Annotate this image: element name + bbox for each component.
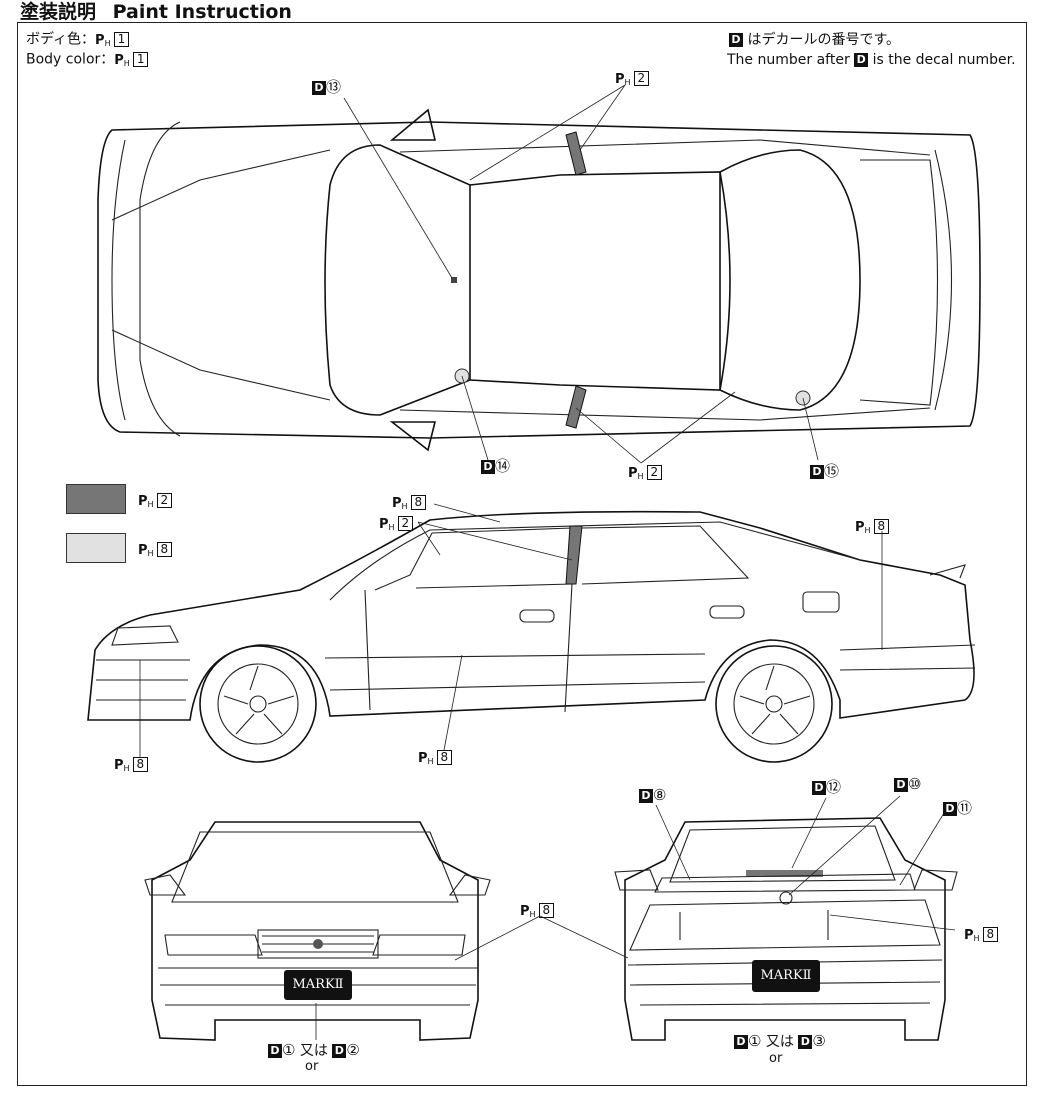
- decal-mark: D: [729, 33, 743, 47]
- front-or-label: or: [305, 1059, 319, 1074]
- swatch-paint-8: [66, 533, 126, 563]
- swatch-paint-2: [66, 484, 126, 514]
- front-license-plate: MARKⅡ: [284, 970, 352, 1000]
- decal-note-jp: D はデカールの番号です。: [729, 33, 900, 47]
- rear-or-label: or: [769, 1051, 783, 1066]
- side-view: [87, 503, 976, 763]
- rear-view: [454, 795, 958, 1041]
- instruction-sheet: [17, 22, 1027, 1086]
- decal-note-en: The number after D is the decal number.: [727, 52, 1016, 68]
- paint-mark: PH: [114, 52, 130, 68]
- rear-license-plate: MARKⅡ: [752, 960, 820, 992]
- front-view: [144, 821, 491, 1041]
- top-view: [97, 84, 981, 464]
- title-en: Paint Instruction: [112, 1, 292, 23]
- page-header: 塗装説明 Paint Instruction: [20, 0, 292, 24]
- title-jp: 塗装説明: [20, 1, 97, 23]
- paint-mark: PH: [95, 32, 111, 48]
- decal-mark: D: [854, 53, 869, 67]
